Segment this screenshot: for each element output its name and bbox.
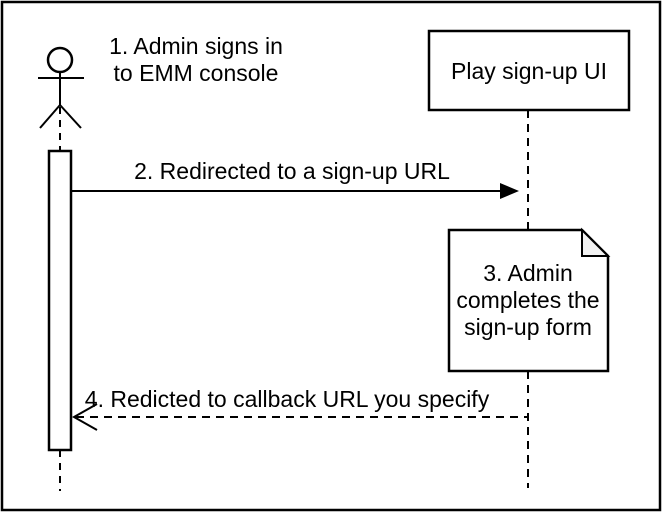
actor-label-line1: 1. Admin signs in	[109, 33, 283, 59]
message-redirect-arrowhead-icon	[500, 183, 519, 199]
actor-activation-bar	[47, 149, 73, 452]
actor-left-leg-icon	[39, 104, 61, 129]
play-signup-ui-label: Play sign-up UI	[451, 58, 607, 84]
actor-label-line2: to EMM console	[114, 60, 279, 86]
message-callback-arrowhead-icon	[71, 403, 98, 431]
note-shape	[447, 228, 610, 373]
actor-figure	[38, 46, 84, 491]
note-label-line1: 3. Admin	[483, 260, 573, 286]
note-fold-icon	[581, 227, 611, 257]
actor-head-icon	[46, 46, 74, 74]
note-label-line3: sign-up form	[464, 314, 592, 340]
actor-right-leg-icon	[59, 104, 82, 129]
play-signup-ui-box	[427, 29, 631, 112]
message-callback-label: 4. Redicted to callback URL you specify	[85, 386, 490, 412]
message-callback: 4. Redicted to callback URL you specify	[71, 386, 528, 431]
message-redirect: 2. Redirected to a sign-up URL	[71, 158, 519, 199]
note-label-line2: completes the	[456, 287, 599, 313]
message-redirect-label: 2. Redirected to a sign-up URL	[134, 158, 450, 184]
play-signup-ui-participant: Play sign-up UI	[427, 29, 631, 488]
signup-form-note: 3. Admin completes the sign-up form	[447, 227, 611, 373]
